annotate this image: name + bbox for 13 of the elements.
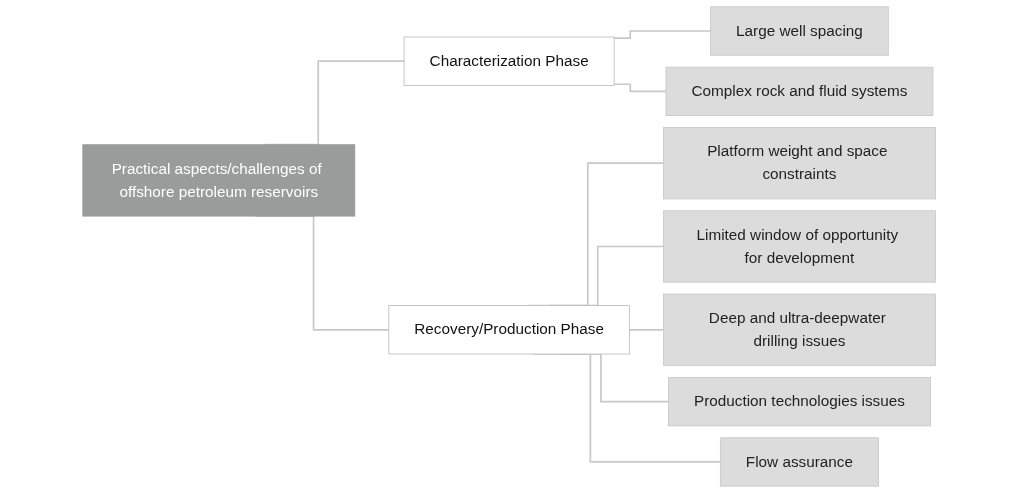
node-box: Practical aspects/challenges of offshore petroleum reservoirs [82,144,356,217]
node-box: Deep and ultra-deepwater drilling issues [662,293,936,366]
node-box: Characterization Phase [403,36,615,86]
node-box: Recovery/Production Phase [388,305,630,355]
node-box: Limited window of opportunity for development [662,210,936,283]
node-box: Platform weight and space constraints [662,127,936,200]
connector [613,30,712,39]
connector [628,328,665,331]
connector [613,83,667,93]
node-box: Complex rock and fluid systems [665,66,934,117]
node-box: Large well spacing [710,6,889,56]
node-box: Production technologies issues [667,376,931,427]
node-box: Flow assurance [719,437,879,487]
